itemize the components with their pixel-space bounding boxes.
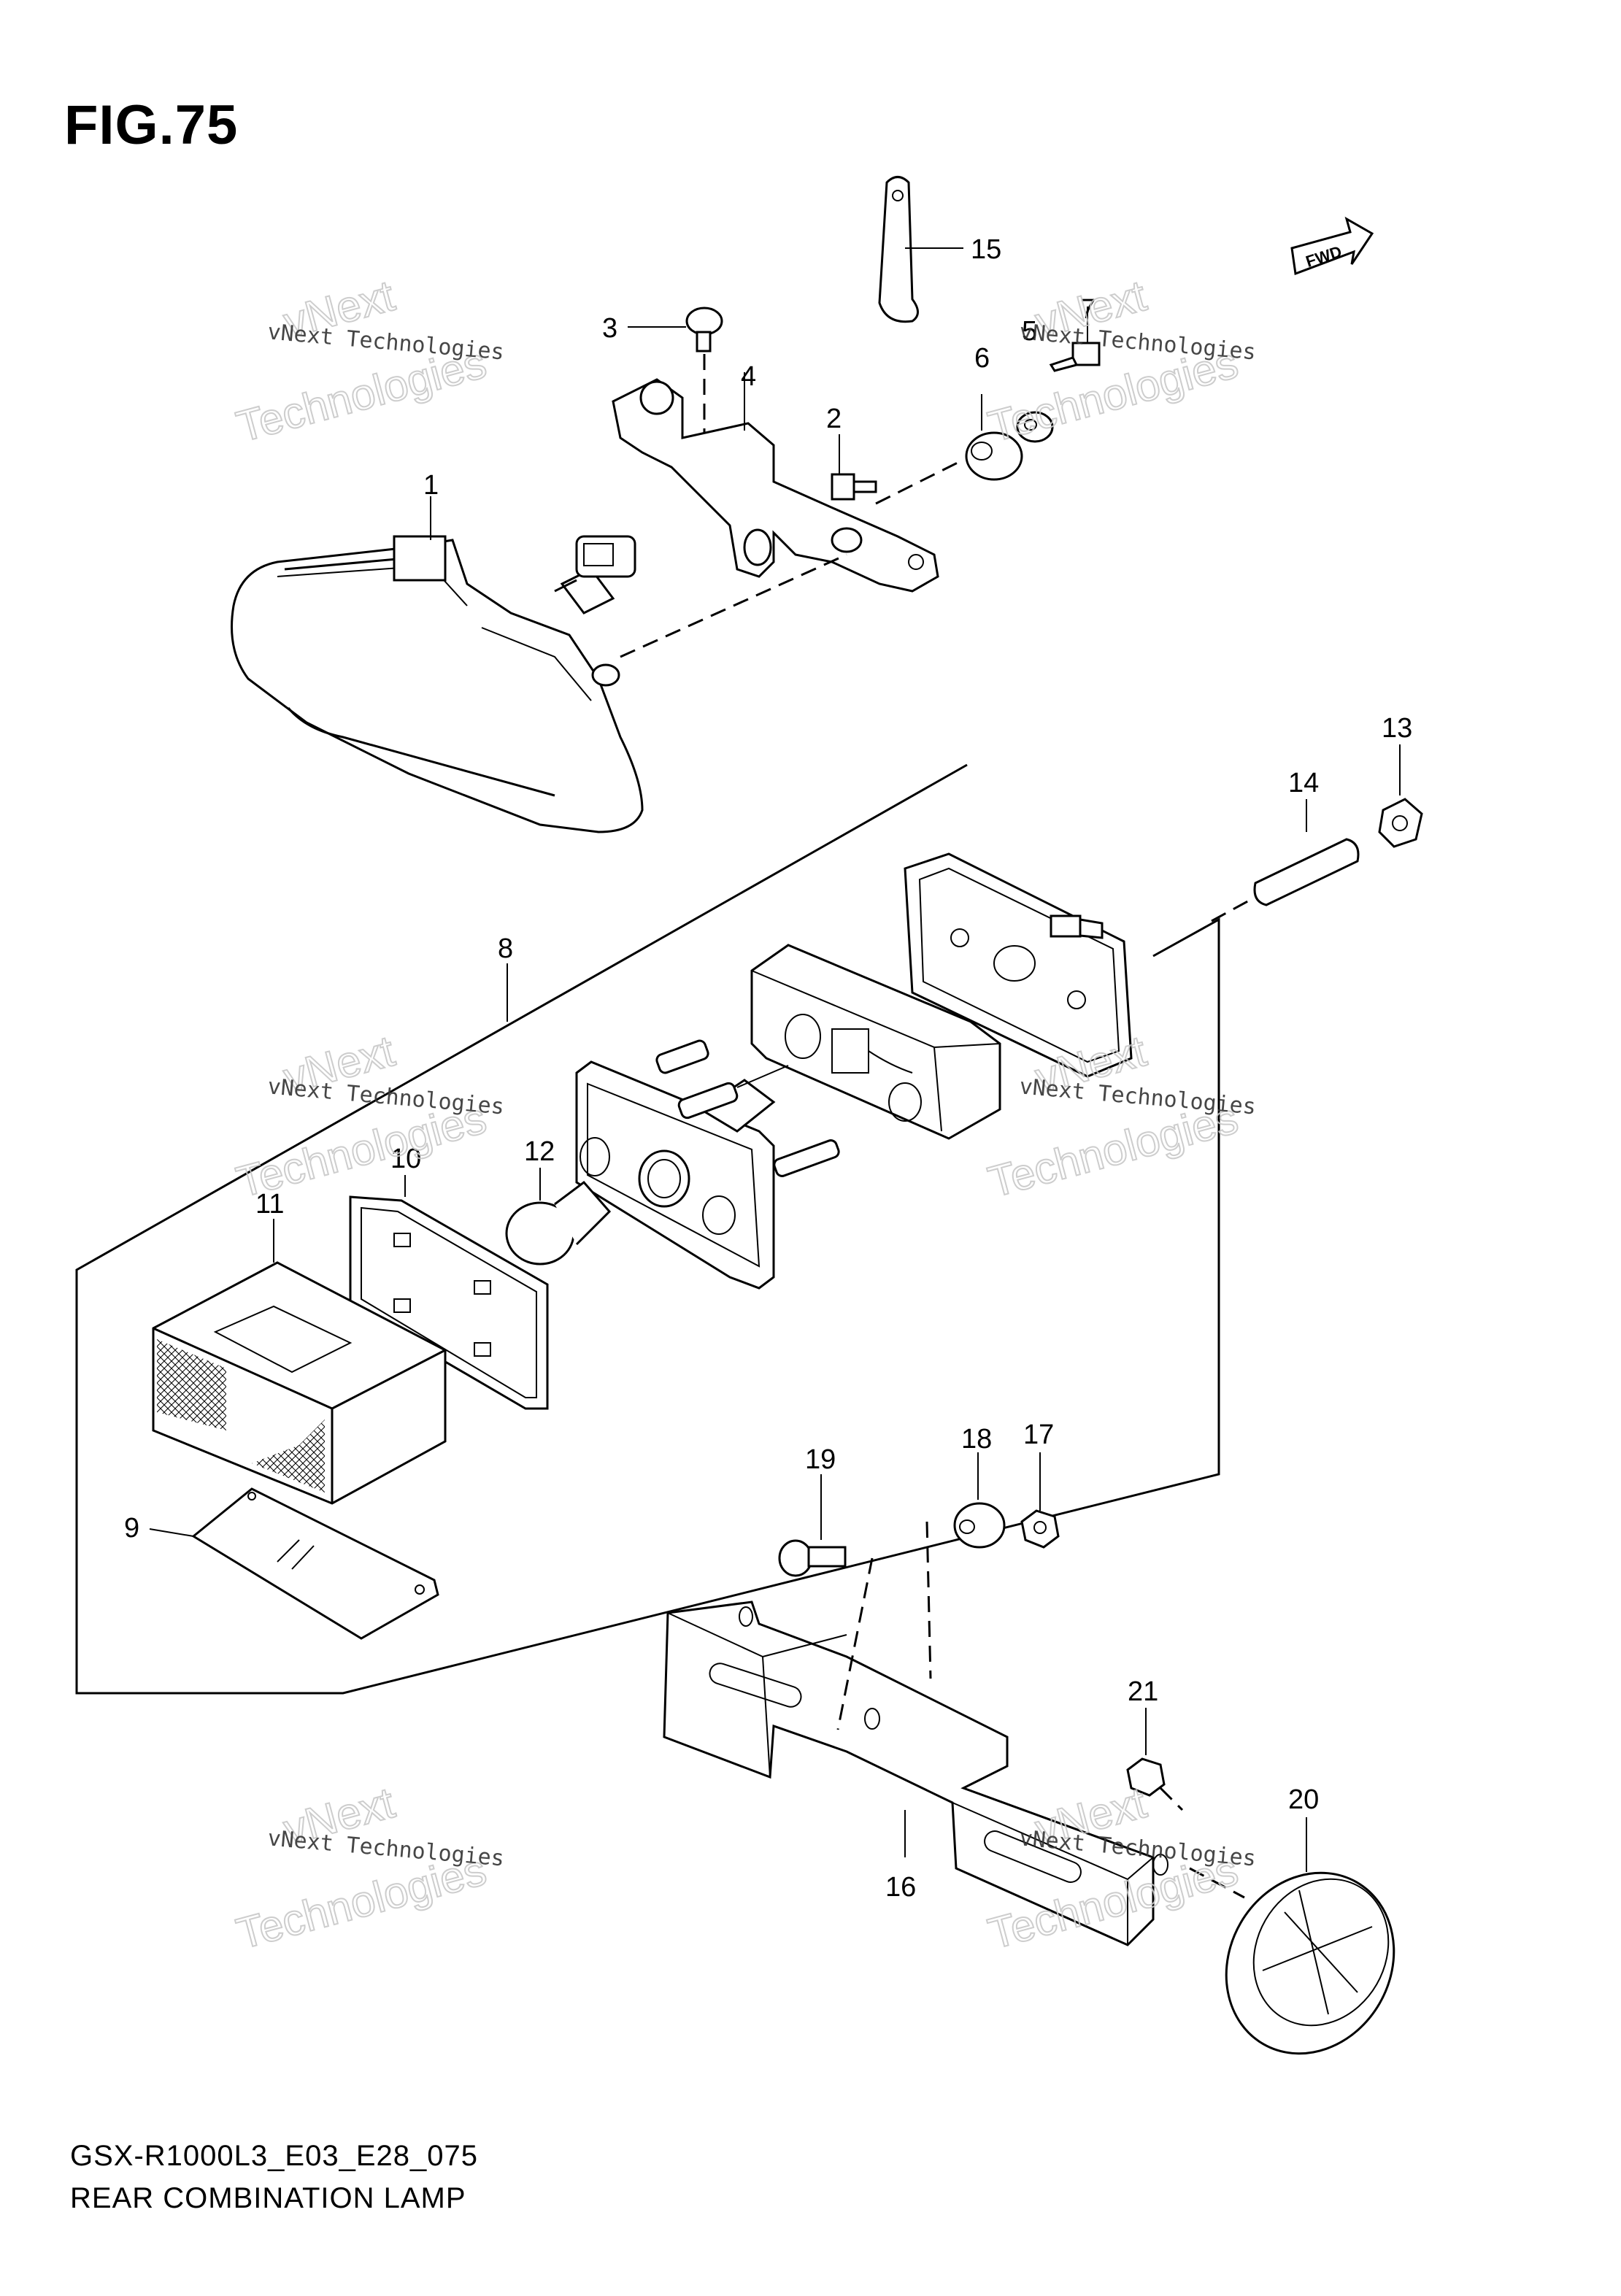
callout-18: 18	[961, 1424, 992, 1455]
part-3-screw	[628, 307, 723, 445]
part-12-bulb	[505, 1168, 612, 1266]
forward-arrow-icon: FWD	[1290, 216, 1374, 276]
part-17-nut	[1020, 1452, 1060, 1549]
assembly-line-19	[836, 1557, 874, 1730]
part-20-reflector	[1225, 1817, 1395, 2055]
assembly-line-20	[1189, 1867, 1245, 1899]
callout-16: 16	[885, 1872, 916, 1903]
callout-21: 21	[1128, 1676, 1158, 1707]
diagram-name: REAR COMBINATION LAMP	[70, 2182, 466, 2214]
diagram-code: GSX-R1000L3_E03_E28_075	[70, 2140, 478, 2172]
socket-plate	[575, 1039, 840, 1290]
part-16-license-bracket	[663, 1600, 1168, 1946]
part-21-nut	[1126, 1708, 1184, 1811]
lamp-body	[750, 944, 1001, 1140]
part-13-nut	[1378, 744, 1423, 848]
part-19-screw	[778, 1474, 847, 1577]
part-7-screw	[1049, 307, 1101, 372]
part-6-grommet	[965, 394, 1023, 481]
part-2-bolt	[831, 434, 877, 501]
callout-14: 14	[1288, 768, 1319, 798]
svg-text:vNext Technologies: vNext Technologies	[1018, 319, 1257, 365]
callout-13: 13	[1382, 713, 1412, 744]
callout-8: 8	[498, 933, 513, 964]
callout-15: 15	[971, 234, 1001, 265]
figure-title: FIG.75	[64, 94, 239, 156]
assembly-line-18	[925, 1521, 932, 1679]
callout-1: 1	[423, 470, 439, 501]
part-8-license-lamp-assembly	[75, 763, 1220, 1695]
callout-4: 4	[741, 361, 756, 392]
watermark-mid-right: vNext Technologies vNext Technologies	[982, 1025, 1257, 1207]
svg-text:vNext Technologies: vNext Technologies	[266, 1074, 505, 1120]
callout-10: 10	[390, 1144, 421, 1174]
part-14-collar	[1253, 799, 1360, 906]
part-5-washer	[1016, 411, 1054, 443]
watermark-mid-left: vNext Technologies vNext Technologies	[231, 1025, 505, 1207]
watermark-top-left: vNext Technologies vNext Technologies	[231, 270, 505, 452]
callout-9: 9	[124, 1513, 139, 1544]
part-11-lens	[152, 1219, 447, 1505]
watermark-top-right: vNext Technologies vNext Technologies	[982, 270, 1257, 452]
callout-19: 19	[805, 1444, 836, 1475]
watermark-bottom-left: vNext Technologies vNext Technologies	[231, 1777, 505, 1959]
callout-11: 11	[255, 1189, 284, 1220]
callout-6: 6	[974, 343, 990, 374]
assembly-line-lamp	[620, 553, 847, 658]
callout-12: 12	[524, 1136, 555, 1167]
part-9-cover	[149, 1487, 439, 1640]
assembly-line-upper	[875, 458, 964, 505]
callout-2: 2	[826, 404, 842, 434]
svg-text:vNext Technologies: vNext Technologies	[1018, 1074, 1257, 1120]
callout-7: 7	[1080, 294, 1096, 325]
callout-20: 20	[1288, 1784, 1319, 1815]
part-1-tail-lamp	[231, 496, 644, 833]
part-18-washer	[953, 1452, 1006, 1549]
callout-3: 3	[602, 313, 617, 344]
assembly-line-collar	[1211, 898, 1252, 922]
part-15-clamp	[878, 176, 963, 323]
callout-5: 5	[1022, 316, 1037, 347]
gasket-back	[904, 852, 1133, 1078]
part-4-bracket	[612, 372, 939, 593]
svg-text:vNext Technologies: vNext Technologies	[266, 1825, 505, 1871]
callout-17: 17	[1023, 1419, 1054, 1450]
svg-text:vNext Technologies: vNext Technologies	[266, 319, 505, 365]
